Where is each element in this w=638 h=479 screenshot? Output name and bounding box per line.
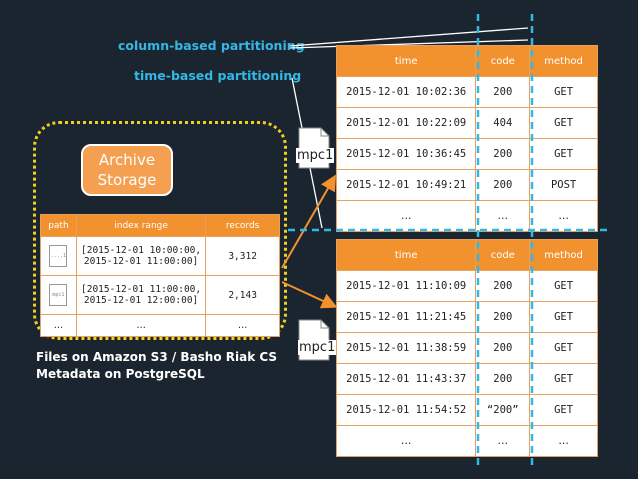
code-cell: 200 [475,270,531,302]
header-code: code [475,239,531,271]
range-start: [2015-12-01 11:00:00, [81,284,202,295]
ellipsis-cell: … [335,200,477,232]
arrow-to-first-table [281,174,337,269]
ellipsis-cell: … [475,425,531,457]
table-row: mpc1 [2015-12-01 11:00:00, 2015-12-01 12… [40,275,280,315]
range-end: 2015-12-01 11:00:00] [83,256,199,267]
arrow-to-second-table [281,281,338,309]
method-cell: GET [529,107,598,139]
header-method: method [529,239,598,271]
metadata-header-row: path index range records [40,214,280,237]
ellipsis-cell: … [75,314,207,337]
method-cell: GET [529,76,598,108]
method-cell: GET [529,138,598,170]
ellipsis-cell: … [529,200,598,232]
path-cell: mpc1 [40,275,77,315]
range-start: [2015-12-01 10:00:00, [81,245,202,256]
metadata-header-path: path [40,214,77,237]
method-cell: POST [529,169,598,201]
method-cell: GET [529,270,598,302]
table-row-ellipsis: ……… [335,425,598,457]
archive-storage-box: Archive Storage [81,144,173,196]
method-cell: GET [529,394,598,426]
column-partition-pointer [289,27,529,47]
archive-storage-outline [33,121,287,340]
table-row: ....1 [2015-12-01 10:00:00, 2015-12-01 1… [40,236,280,276]
time-cell: 2015-12-01 11:21:45 [335,301,477,333]
ellipsis-cell: … [475,200,531,232]
archive-label-line1: Archive [98,151,156,169]
path-cell: ....1 [40,236,77,276]
header-code: code [475,45,531,77]
time-cell: 2015-12-01 10:02:36 [335,76,477,108]
header-method: method [529,45,598,77]
method-cell: GET [529,301,598,333]
column-partitioning-label: column-based partitioning [118,38,305,53]
archive-label-line2: Storage [97,171,157,189]
table-row: 2015-12-01 11:54:52“200”GET [335,394,598,426]
time-cell: 2015-12-01 10:22:09 [335,107,477,139]
time-cell: 2015-12-01 10:36:45 [335,138,477,170]
code-cell: 200 [475,363,531,395]
file-icon: ....1 [49,245,68,267]
code-cell: 200 [475,138,531,170]
range-end: 2015-12-01 12:00:00] [83,295,199,306]
metadata-header-records: records [205,214,280,237]
ellipsis-cell: … [335,425,477,457]
method-cell: GET [529,332,598,364]
time-cell: 2015-12-01 10:49:21 [335,169,477,201]
storage-line-metadata: Metadata on PostgreSQL [36,367,205,381]
table-row-ellipsis: … … … [40,314,280,337]
records-cell: 2,143 [205,275,280,315]
code-cell: 404 [475,107,531,139]
file-label: mpc1 [298,340,337,355]
ellipsis-cell: … [40,314,77,337]
column-partition-pointer-2 [289,39,529,49]
table-row-ellipsis: ……… [335,200,598,232]
log-header-row: time code method [335,239,598,271]
code-cell: “200” [475,394,531,426]
header-time: time [335,239,477,271]
method-cell: GET [529,363,598,395]
ellipsis-cell: … [529,425,598,457]
ellipsis-cell: … [205,314,280,337]
time-cell: 2015-12-01 11:54:52 [335,394,477,426]
records-cell: 3,312 [205,236,280,276]
storage-line-files: Files on Amazon S3 / Basho Riak CS [36,350,278,364]
metadata-table: path index range records ....1 [2015-12-… [40,214,280,337]
header-time: time [335,45,477,77]
file-label: mpc1 [296,148,335,163]
code-cell: 200 [475,76,531,108]
metadata-header-index-range: index range [75,214,207,237]
time-cell: 2015-12-01 11:38:59 [335,332,477,364]
storage-description: Files on Amazon S3 / Basho Riak CS Metad… [36,349,277,383]
time-cell: 2015-12-01 11:10:09 [335,270,477,302]
time-partitioning-label: time-based partitioning [134,68,302,83]
code-cell: 200 [475,169,531,201]
time-cell: 2015-12-01 11:43:37 [335,363,477,395]
file-icon: mpc1 [49,284,68,306]
index-range-cell: [2015-12-01 10:00:00, 2015-12-01 11:00:0… [75,236,207,276]
code-cell: 200 [475,301,531,333]
log-header-row: time code method [335,45,598,77]
code-cell: 200 [475,332,531,364]
